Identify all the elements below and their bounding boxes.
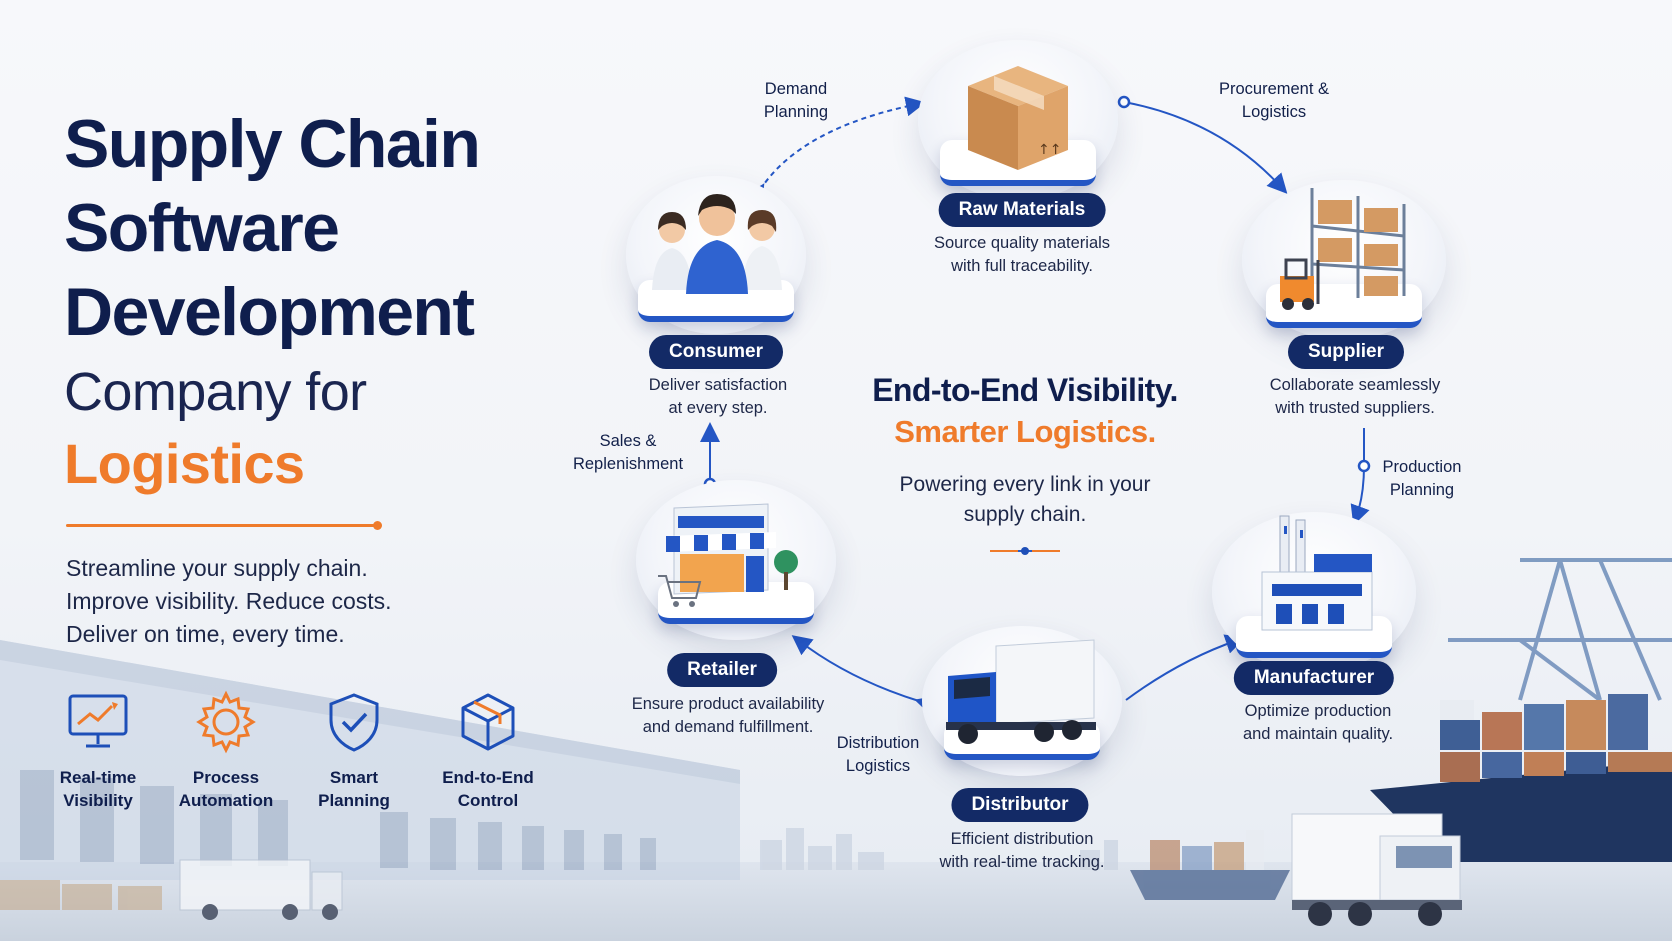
warehouse-forklift-icon xyxy=(1280,188,1406,310)
flow-procurement-2: Logistics xyxy=(1241,103,1307,121)
gear-icon xyxy=(196,690,256,754)
desc-manufacturer-2: and maintain quality. xyxy=(1242,725,1394,743)
title-line-2: Software xyxy=(64,190,340,266)
tagline-line-1: Streamline your supply chain. xyxy=(66,555,368,581)
flow-distribution-logistics: Distribution Logistics xyxy=(837,732,920,778)
title-divider xyxy=(66,521,382,530)
desc-supplier-2: with trusted suppliers. xyxy=(1275,399,1435,417)
desc-retailer: Ensure product availability and demand f… xyxy=(632,693,825,739)
desc-distributor: Efficient distribution with real-time tr… xyxy=(939,828,1104,874)
title-accent: Logistics xyxy=(64,432,305,495)
cube-icon xyxy=(461,693,515,751)
svg-text:↑↑: ↑↑ xyxy=(1038,142,1061,158)
center-subheading: Smarter Logistics. xyxy=(894,414,1156,449)
feature-label-1b: Visibility xyxy=(63,791,133,810)
label-manufacturer: Manufacturer xyxy=(1233,661,1395,695)
tagline-line-3: Deliver on time, every time. xyxy=(66,621,345,647)
feature-end-to-end-control: End-to-End Control xyxy=(428,690,548,812)
flow-production-2: Planning xyxy=(1389,481,1455,499)
factory-icon xyxy=(1261,515,1373,631)
flow-sales-1: Sales & xyxy=(599,432,657,450)
page-title: Supply Chain Software Development Compan… xyxy=(64,102,481,498)
center-text-2: supply chain. xyxy=(963,503,1087,526)
arrow-procurement xyxy=(1123,101,1288,194)
person-right xyxy=(742,210,782,290)
desc-manufacturer: Optimize production and maintain quality… xyxy=(1243,700,1393,746)
port-crane-illustration xyxy=(1448,558,1672,702)
label-retailer: Retailer xyxy=(667,653,777,687)
tagline: Streamline your supply chain. Improve vi… xyxy=(66,552,392,651)
feature-label-4a: End-to-End xyxy=(442,768,534,787)
desc-raw-materials: Source quality materials with full trace… xyxy=(934,232,1110,278)
store-icon xyxy=(658,503,798,607)
title-line-1: Supply Chain xyxy=(64,106,481,182)
truck-left-illustration xyxy=(179,859,343,920)
desc-raw-materials-1: Source quality materials xyxy=(933,234,1111,252)
flow-demand-planning: Demand Planning xyxy=(764,78,828,124)
arrow-distribution xyxy=(791,635,937,716)
person-center xyxy=(686,194,748,294)
title-line-3: Development xyxy=(64,274,475,350)
feature-smart-planning: Smart Planning xyxy=(294,690,414,812)
warehouse-illustration xyxy=(0,640,740,910)
tagline-line-2: Improve visibility. Reduce costs. xyxy=(66,588,392,614)
flow-distribution-1: Distribution xyxy=(836,734,920,752)
arrow-production xyxy=(1350,428,1370,526)
label-distributor: Distributor xyxy=(951,788,1089,822)
title-line-light: Company for xyxy=(64,362,367,422)
box-icon: ↑↑ xyxy=(968,66,1068,170)
feature-label-3a: Smart xyxy=(329,768,379,787)
desc-raw-materials-2: with full traceability. xyxy=(951,257,1093,275)
label-supplier: Supplier xyxy=(1287,335,1405,369)
flow-production-1: Production xyxy=(1382,458,1462,476)
flow-production-planning: Production Planning xyxy=(1383,456,1462,502)
ship-middle-illustration xyxy=(1130,830,1290,900)
people-icon xyxy=(652,194,782,294)
truck-right-illustration xyxy=(1291,813,1462,926)
feature-label-3b: Planning xyxy=(318,791,390,810)
center-text: Powering every link in your supply chain… xyxy=(870,470,1180,530)
shield-check-icon xyxy=(329,693,379,752)
arrow-manufacturer-distributor xyxy=(1125,634,1246,701)
desc-consumer: Deliver satisfaction at every step. xyxy=(649,374,787,420)
label-consumer: Consumer xyxy=(649,335,783,369)
desc-retailer-1: Ensure product availability xyxy=(631,695,825,713)
desc-distributor-2: with real-time tracking. xyxy=(939,853,1105,871)
truck-icon xyxy=(946,639,1096,744)
center-divider xyxy=(990,547,1060,555)
monitor-chart-icon xyxy=(68,694,128,748)
center-heading: End-to-End Visibility. xyxy=(872,372,1178,408)
feature-process-automation: Process Automation xyxy=(166,690,286,812)
feature-label-4b: Control xyxy=(457,791,519,810)
desc-manufacturer-1: Optimize production xyxy=(1244,702,1392,720)
feature-realtime-visibility: Real-time Visibility xyxy=(38,690,158,812)
flow-procurement-1: Procurement & xyxy=(1218,80,1330,98)
flow-sales-replenishment: Sales & Replenishment xyxy=(573,430,683,476)
desc-consumer-1: Deliver satisfaction xyxy=(648,376,788,394)
flow-procurement-logistics: Procurement & Logistics xyxy=(1219,78,1329,124)
center-text-1: Powering every link in your xyxy=(899,473,1151,496)
flow-distribution-2: Logistics xyxy=(845,757,911,775)
flow-demand-2: Planning xyxy=(763,103,829,121)
desc-distributor-1: Efficient distribution xyxy=(950,830,1094,848)
desc-consumer-2: at every step. xyxy=(668,399,768,417)
forklift xyxy=(1280,258,1320,310)
feature-label-2a: Process xyxy=(192,768,260,787)
desc-supplier-1: Collaborate seamlessly xyxy=(1269,376,1441,394)
flow-sales-2: Replenishment xyxy=(572,455,684,473)
person-left xyxy=(652,212,692,290)
skyline-illustration xyxy=(760,828,1118,870)
desc-retailer-2: and demand fulfillment. xyxy=(642,718,814,736)
flow-demand-1: Demand xyxy=(764,80,828,98)
feature-label-2b: Automation xyxy=(178,791,274,810)
desc-supplier: Collaborate seamlessly with trusted supp… xyxy=(1270,374,1441,420)
arrow-demand-planning xyxy=(745,96,926,206)
feature-label-1a: Real-time xyxy=(59,768,137,787)
label-raw-materials: Raw Materials xyxy=(938,193,1106,227)
